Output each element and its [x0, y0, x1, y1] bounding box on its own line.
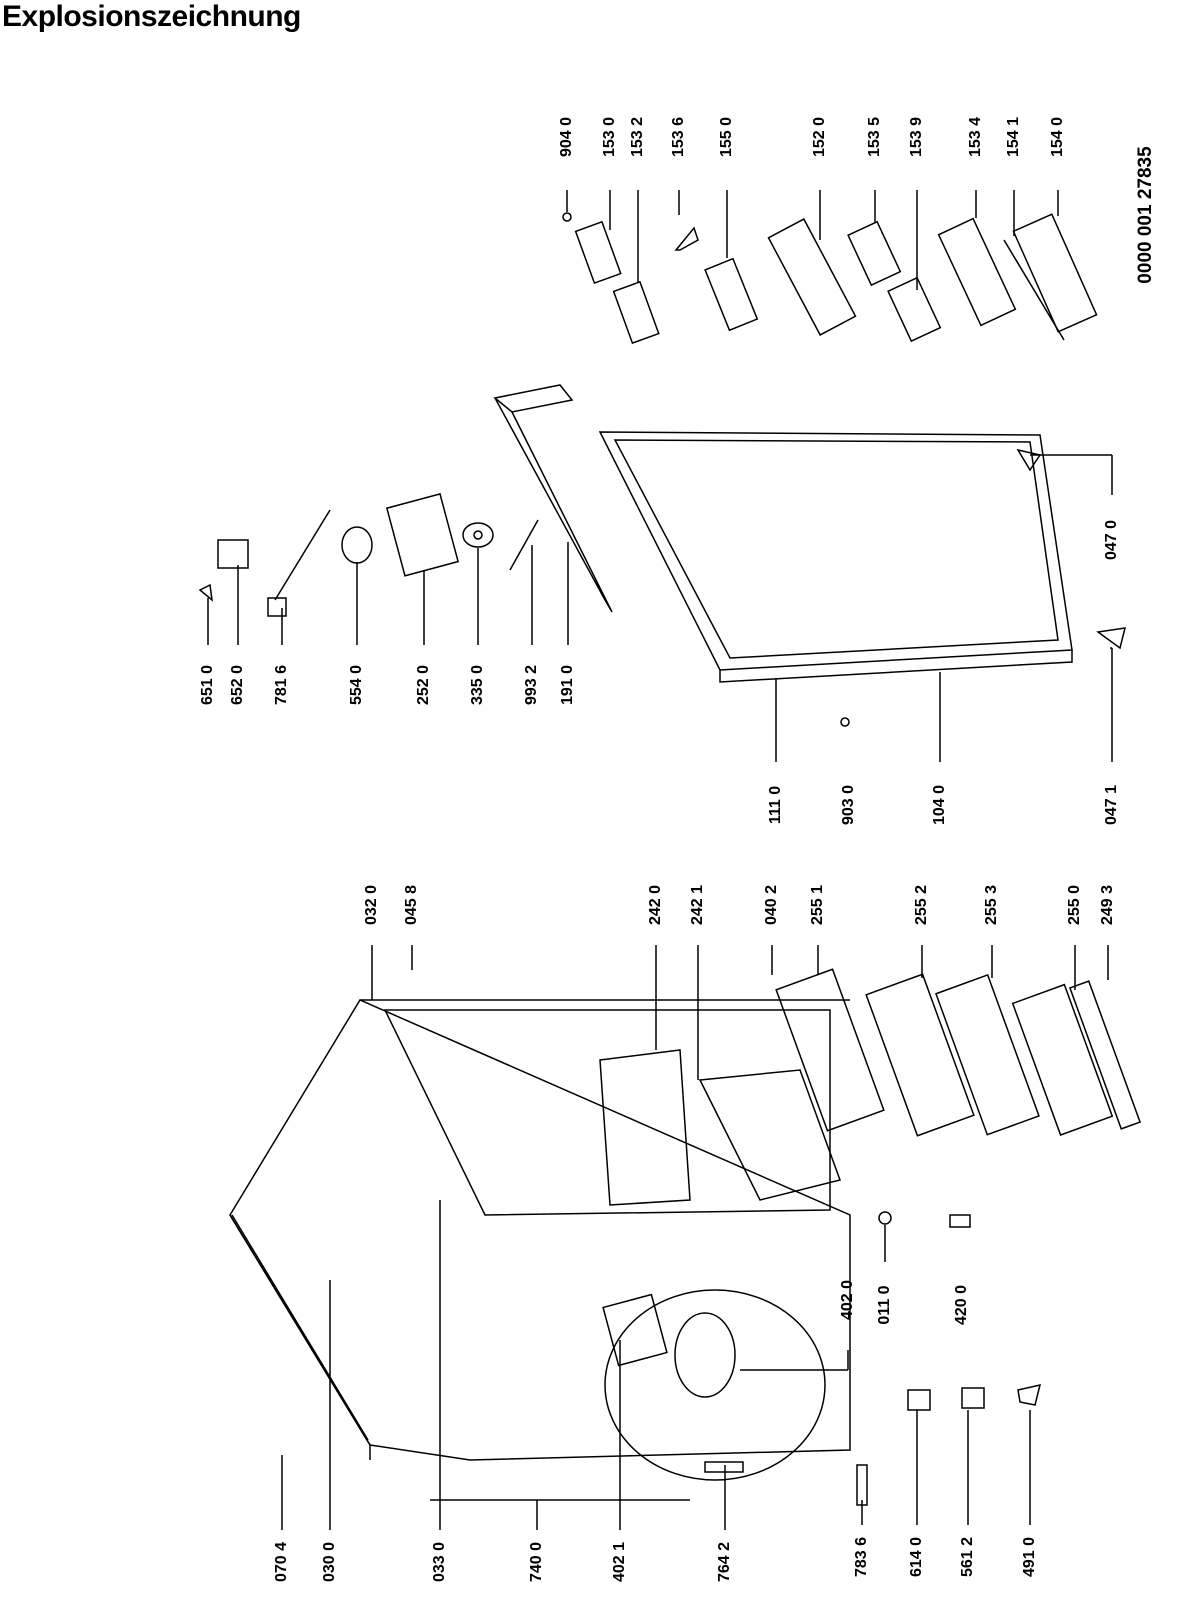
glass-shelves: [775, 968, 1142, 1137]
part-label-153-4: 153 4: [967, 116, 984, 158]
part-label-047-1: 047 1: [1103, 784, 1120, 826]
part-label-154-0: 154 0: [1049, 116, 1066, 158]
part-label-993-2: 993 2: [523, 664, 540, 706]
part-label-255-2: 255 2: [913, 884, 930, 926]
part-label-402-0: 402 0: [839, 1279, 856, 1321]
part-label-561-2: 561 2: [959, 1536, 976, 1578]
accessory-leaders: [566, 190, 1059, 290]
part-label-402-1: 402 1: [611, 1541, 628, 1583]
part-label-153-0: 153 0: [601, 116, 618, 158]
part-label-104-0: 104 0: [931, 784, 948, 826]
part-label-255-0: 255 0: [1066, 884, 1083, 926]
part-label-154-1: 154 1: [1005, 116, 1022, 158]
door-parts: [198, 448, 1126, 727]
part-label-904-0: 904 0: [558, 116, 575, 158]
part-label-614-0: 614 0: [908, 1536, 925, 1578]
part-label-045-8: 045 8: [403, 884, 420, 926]
part-label-033-0: 033 0: [431, 1541, 448, 1583]
part-label-781-6: 781 6: [273, 664, 290, 706]
part-label-651-0: 651 0: [199, 664, 216, 706]
part-label-111-0: 111 0: [767, 785, 784, 825]
part-label-652-0: 652 0: [229, 664, 246, 706]
part-label-249-3: 249 3: [1099, 884, 1116, 926]
part-label-242-1: 242 1: [689, 884, 706, 926]
part-label-255-1: 255 1: [809, 884, 826, 926]
door: [493, 384, 1073, 683]
part-label-030-0: 030 0: [321, 1541, 338, 1583]
cabinet: [229, 999, 851, 1501]
part-label-335-0: 335 0: [469, 664, 486, 706]
part-label-032-0: 032 0: [363, 884, 380, 926]
part-label-040-2: 040 2: [763, 884, 780, 926]
part-label-242-0: 242 0: [647, 884, 664, 926]
small-parts: [704, 1211, 1042, 1506]
part-label-903-0: 903 0: [840, 784, 857, 826]
part-label-554-0: 554 0: [348, 664, 365, 706]
part-label-255-3: 255 3: [983, 884, 1000, 926]
part-label-153-5: 153 5: [866, 116, 883, 158]
part-label-155-0: 155 0: [718, 116, 735, 158]
part-label-153-2: 153 2: [629, 116, 646, 158]
cabinet-leaders: [281, 945, 1109, 1530]
part-label-764-2: 764 2: [716, 1541, 733, 1583]
part-label-152-0: 152 0: [811, 116, 828, 158]
door-part-leaders: [207, 454, 1113, 762]
part-label-153-9: 153 9: [908, 116, 925, 158]
door-shelves: [562, 212, 1098, 345]
part-label-491-0: 491 0: [1021, 1536, 1038, 1578]
part-label-783-6: 783 6: [853, 1536, 870, 1578]
part-label-191-0: 191 0: [559, 664, 576, 706]
part-label-252-0: 252 0: [415, 664, 432, 706]
page-title: Explosionszeichnung: [2, 0, 301, 33]
part-label-011-0: 011 0: [876, 1285, 893, 1325]
part-label-153-6: 153 6: [670, 116, 687, 158]
part-label-420-0: 420 0: [953, 1284, 970, 1326]
part-label-047-0: 047 0: [1103, 519, 1120, 561]
part-label-070-4: 070 4: [273, 1541, 290, 1583]
part-label-740-0: 740 0: [528, 1541, 545, 1583]
